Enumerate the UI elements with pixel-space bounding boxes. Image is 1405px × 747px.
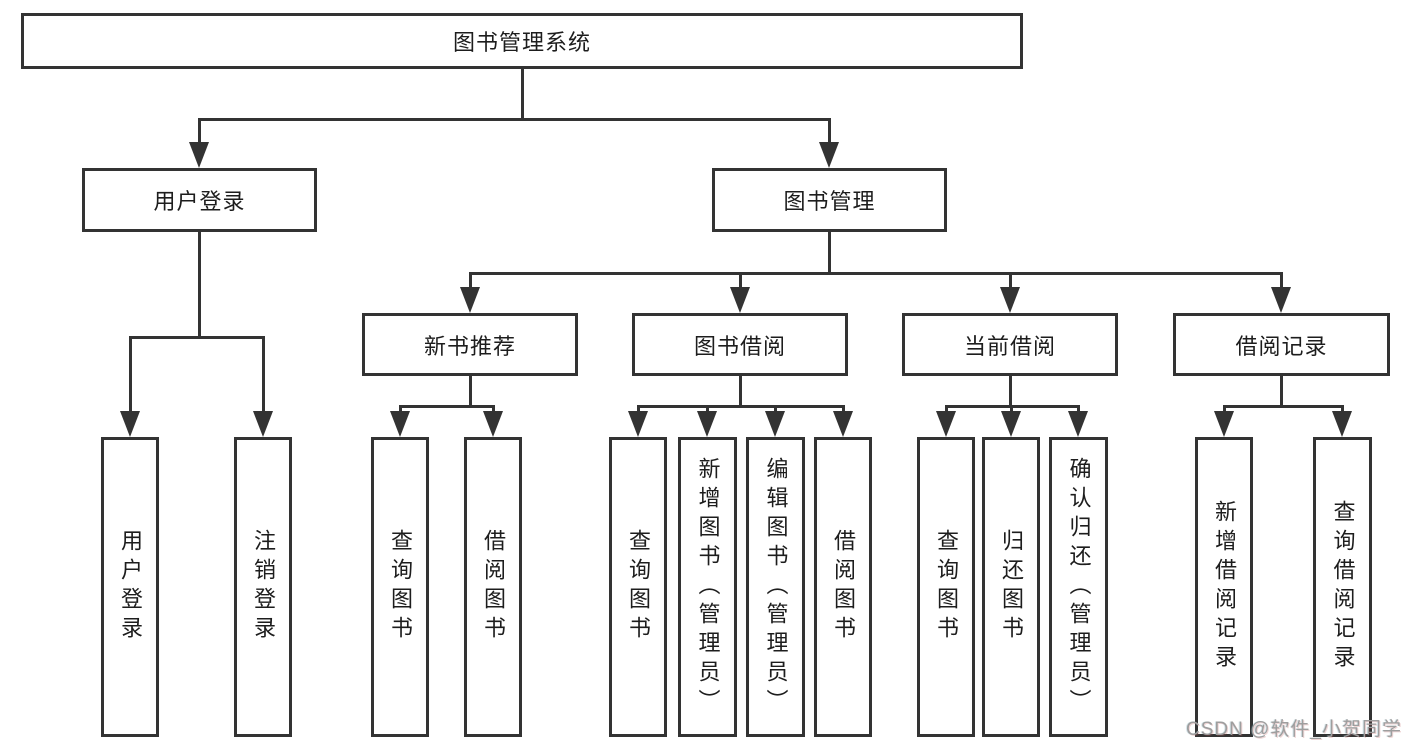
node-root-library-system: 图书管理系统 (21, 13, 1023, 69)
node-borrowing-records: 借阅记录 (1173, 313, 1390, 376)
connector-line (1010, 405, 1013, 414)
arrow-down-icon (765, 411, 785, 437)
connector-line (262, 336, 265, 414)
connector-line (469, 272, 472, 290)
arrow-down-icon (1332, 411, 1352, 437)
connector-line (399, 405, 402, 414)
node-user-login-leaf: 用户登录 (101, 437, 159, 737)
connector-line (828, 118, 831, 144)
connector-line (828, 230, 831, 275)
arrow-down-icon (730, 287, 750, 313)
node-borrow-books: 借阅图书 (464, 437, 522, 737)
arrow-down-icon (189, 142, 209, 168)
connector-line (945, 405, 948, 414)
arrow-down-icon (1214, 411, 1234, 437)
connector-line (1009, 272, 1012, 290)
arrow-down-icon (819, 142, 839, 168)
node-query-books: 查询图书 (371, 437, 429, 737)
connector-line (1223, 405, 1344, 408)
connector-line (842, 405, 845, 414)
node-query-books: 查询图书 (609, 437, 667, 737)
arrow-down-icon (936, 411, 956, 437)
node-book-borrowing: 图书借阅 (632, 313, 848, 376)
connector-line (492, 405, 495, 414)
node-edit-book-admin: 编辑图书（管理员） (746, 437, 805, 737)
connector-line (1009, 374, 1012, 408)
arrow-down-icon (1001, 411, 1021, 437)
connector-line (637, 405, 845, 408)
connector-line (739, 272, 742, 290)
connector-line (1341, 405, 1344, 414)
arrow-down-icon (697, 411, 717, 437)
arrow-down-icon (390, 411, 410, 437)
connector-line (739, 374, 742, 408)
connector-line (129, 336, 132, 414)
node-borrow-books: 借阅图书 (814, 437, 872, 737)
node-query-books: 查询图书 (917, 437, 975, 737)
node-current-borrowing: 当前借阅 (902, 313, 1118, 376)
connector-line (706, 405, 709, 414)
connector-line (129, 336, 265, 339)
arrow-down-icon (120, 411, 140, 437)
arrow-down-icon (1068, 411, 1088, 437)
connector-line (198, 230, 201, 339)
connector-line (469, 272, 1283, 275)
arrow-down-icon (460, 287, 480, 313)
arrow-down-icon (253, 411, 273, 437)
connector-line (774, 405, 777, 414)
arrow-down-icon (1000, 287, 1020, 313)
arrow-down-icon (628, 411, 648, 437)
connector-line (1077, 405, 1080, 414)
connector-line (1280, 272, 1283, 290)
node-add-book-admin: 新增图书（管理员） (678, 437, 737, 737)
node-user-login: 用户登录 (82, 168, 317, 232)
connector-line (198, 118, 201, 144)
arrow-down-icon (833, 411, 853, 437)
arrow-down-icon (1271, 287, 1291, 313)
node-query-borrow-record: 查询借阅记录 (1313, 437, 1372, 737)
connector-line (469, 374, 472, 408)
node-logout: 注销登录 (234, 437, 292, 737)
connector-line (521, 69, 524, 121)
node-add-borrow-record: 新增借阅记录 (1195, 437, 1253, 737)
node-confirm-return-admin: 确认归还（管理员） (1049, 437, 1108, 737)
connector-line (1280, 374, 1283, 408)
connector-line (1223, 405, 1226, 414)
csdn-watermark: CSDN @软件_小贺同学 (1186, 719, 1402, 740)
node-new-book-recommend: 新书推荐 (362, 313, 578, 376)
node-return-books: 归还图书 (982, 437, 1040, 737)
node-book-management: 图书管理 (712, 168, 947, 232)
connector-line (637, 405, 640, 414)
connector-line (399, 405, 495, 408)
connector-line (198, 118, 831, 121)
arrow-down-icon (483, 411, 503, 437)
